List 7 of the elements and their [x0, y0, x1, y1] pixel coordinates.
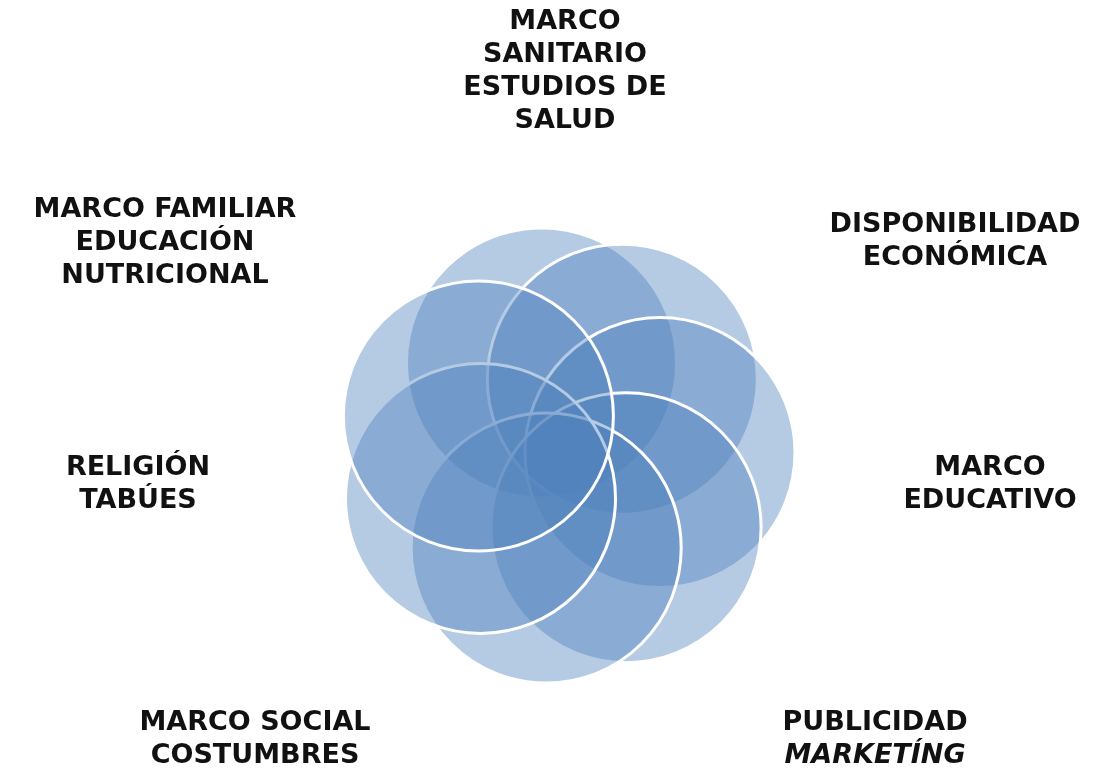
factor-label: MARCO EDUCATIVO	[902, 450, 1078, 516]
factor-label: PUBLICIDAD MARKETÍNG	[781, 705, 969, 771]
factor-label: RELIGIÓN TABÚES	[64, 450, 212, 516]
factor-label: MARCO SOCIAL COSTUMBRES	[138, 705, 372, 771]
factor-label: MARCO SANITARIO ESTUDIOS DE SALUD	[462, 4, 668, 136]
factor-label: DISPONIBILIDAD ECONÓMICA	[828, 207, 1082, 273]
factor-label: MARCO FAMILIAR EDUCACIÓN NUTRICIONAL	[32, 192, 298, 291]
